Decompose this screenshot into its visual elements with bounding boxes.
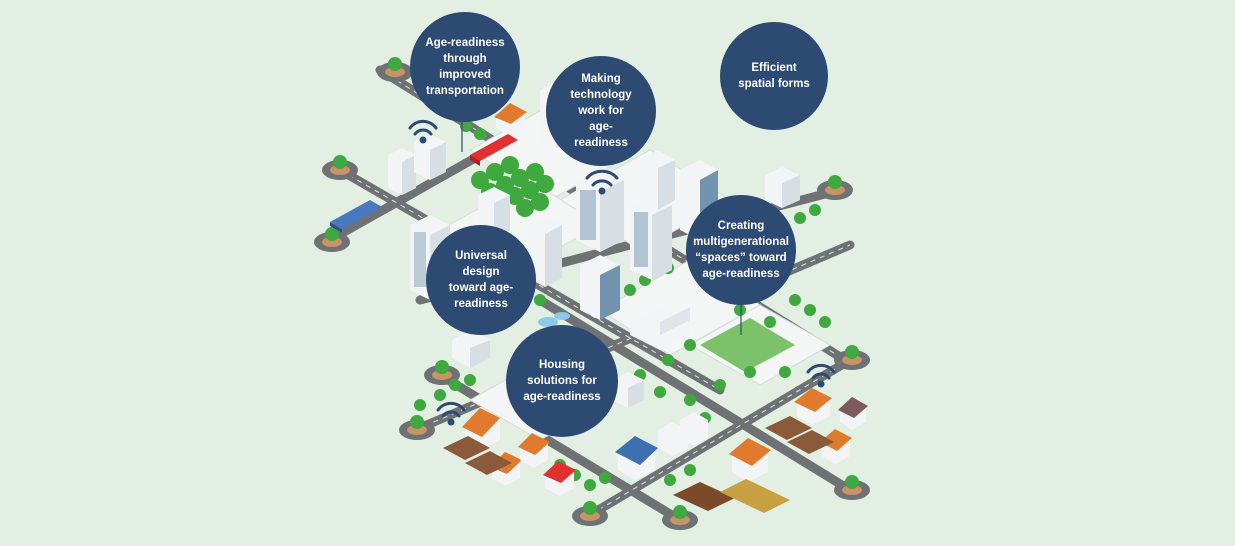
roundabout — [834, 345, 870, 370]
street-trees — [414, 120, 831, 491]
tower — [630, 195, 672, 280]
roundabout — [572, 501, 608, 526]
roundabout — [662, 505, 698, 530]
wifi-icon — [806, 363, 836, 388]
roundabout — [424, 360, 460, 385]
roundabout — [399, 415, 435, 440]
park — [700, 318, 795, 372]
house — [794, 388, 832, 425]
house — [680, 412, 708, 446]
houses — [462, 103, 868, 496]
bubble-transportation: Age-readiness through improved transport… — [410, 12, 520, 122]
tower — [765, 167, 800, 208]
roundabout — [834, 475, 870, 500]
wifi-icon — [408, 119, 438, 144]
bubble-spatial-forms: Efficient spatial forms — [720, 22, 828, 130]
bubble-universal-design: Universal design toward age-readiness — [426, 225, 536, 335]
bubble-housing: Housing solutions for age-readiness — [506, 325, 618, 437]
tower — [580, 255, 620, 320]
roundabout — [322, 155, 358, 180]
ponds — [538, 312, 570, 327]
bubble-technology: Making technology work for age-readiness — [546, 56, 656, 166]
wifi-icons — [408, 119, 836, 426]
wifi-icon — [585, 169, 619, 195]
wifi-icon — [436, 401, 466, 426]
tower — [576, 168, 624, 252]
roundabouts — [314, 57, 870, 530]
house — [820, 429, 852, 464]
bubble-multigenerational: Creating multigenerational “spaces” towa… — [686, 195, 796, 305]
tower — [388, 148, 416, 195]
house — [729, 438, 771, 482]
roundabout — [817, 175, 853, 200]
roundabout — [314, 227, 350, 252]
farm-plots — [443, 416, 834, 513]
roundabout — [377, 57, 413, 82]
house — [838, 397, 868, 430]
forest — [471, 156, 554, 217]
house — [615, 436, 658, 480]
house — [494, 103, 527, 136]
low-building — [452, 330, 490, 368]
bus — [330, 200, 382, 233]
tower — [640, 150, 675, 210]
low-building — [612, 372, 644, 408]
tower — [414, 134, 446, 180]
house — [543, 461, 576, 496]
train — [470, 134, 518, 166]
low-building — [630, 307, 690, 350]
tower — [528, 216, 562, 287]
house — [518, 433, 550, 468]
